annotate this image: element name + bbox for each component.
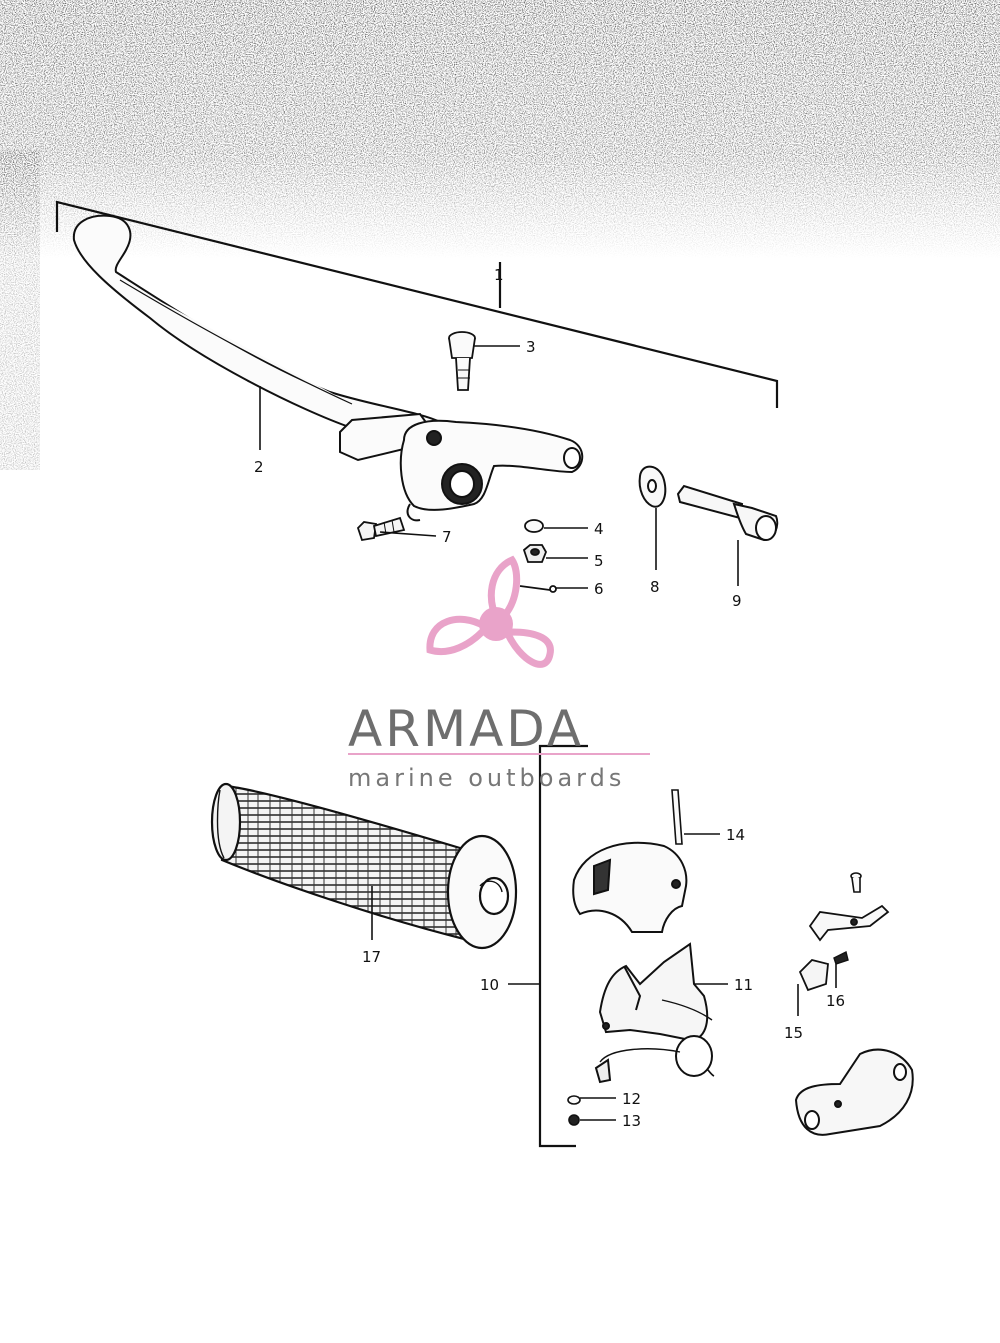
callout-7: 7 xyxy=(442,528,452,546)
screw-part-16 xyxy=(833,950,849,965)
callout-14: 14 xyxy=(726,826,745,844)
spring-washer-part-12 xyxy=(567,1095,581,1105)
callout-11: 11 xyxy=(734,976,753,994)
callout-2: 2 xyxy=(254,458,264,476)
adjuster-bolt-part-7 xyxy=(356,516,406,542)
callout-10: 10 xyxy=(480,976,499,994)
hand-grip-part-17 xyxy=(210,782,518,950)
callout-labels: 1 2 3 4 5 6 7 8 9 10 11 12 13 14 15 16 1… xyxy=(254,266,845,1130)
print-noise xyxy=(0,0,1000,470)
cotter-pin-part-6 xyxy=(519,585,557,593)
armada-watermark: ARMADA marine outboards xyxy=(348,555,650,792)
callout-16: 16 xyxy=(826,992,845,1010)
throttle-drum-part-11 xyxy=(594,942,715,1084)
throttle-housing-upper xyxy=(572,841,688,933)
callout-1: 1 xyxy=(494,266,504,284)
brand-tagline: marine outboards xyxy=(348,764,625,792)
lever-pin-part-9 xyxy=(676,484,779,542)
pin-part-14 xyxy=(671,789,683,845)
cable-bracket xyxy=(808,904,890,942)
leader-lines xyxy=(259,345,837,1121)
callout-4: 4 xyxy=(594,520,604,538)
screw-part-13 xyxy=(568,1114,580,1126)
assembly-1-bracket xyxy=(55,200,779,408)
callout-8: 8 xyxy=(650,578,660,596)
assembly-10-bracket xyxy=(538,744,588,1148)
brake-lever-part-2 xyxy=(72,214,584,522)
stop-switch-part-15 xyxy=(798,959,829,992)
callout-13: 13 xyxy=(622,1112,641,1130)
callout-17: 17 xyxy=(362,948,381,966)
callout-12: 12 xyxy=(622,1090,641,1108)
nut-part-5 xyxy=(522,544,547,563)
callout-6: 6 xyxy=(594,580,604,598)
callout-3: 3 xyxy=(526,338,536,356)
washer-part-8 xyxy=(638,465,667,508)
callout-5: 5 xyxy=(594,552,604,570)
brand-wordmark: ARMADA xyxy=(348,700,584,758)
pivot-bolt-part-3 xyxy=(448,331,476,391)
propeller-logo-icon xyxy=(426,555,554,668)
washer-part-4 xyxy=(524,519,544,533)
callout-15: 15 xyxy=(784,1024,803,1042)
callout-9: 9 xyxy=(732,592,742,610)
clamp-lower xyxy=(794,1048,914,1136)
clamp-bolt xyxy=(850,872,862,893)
